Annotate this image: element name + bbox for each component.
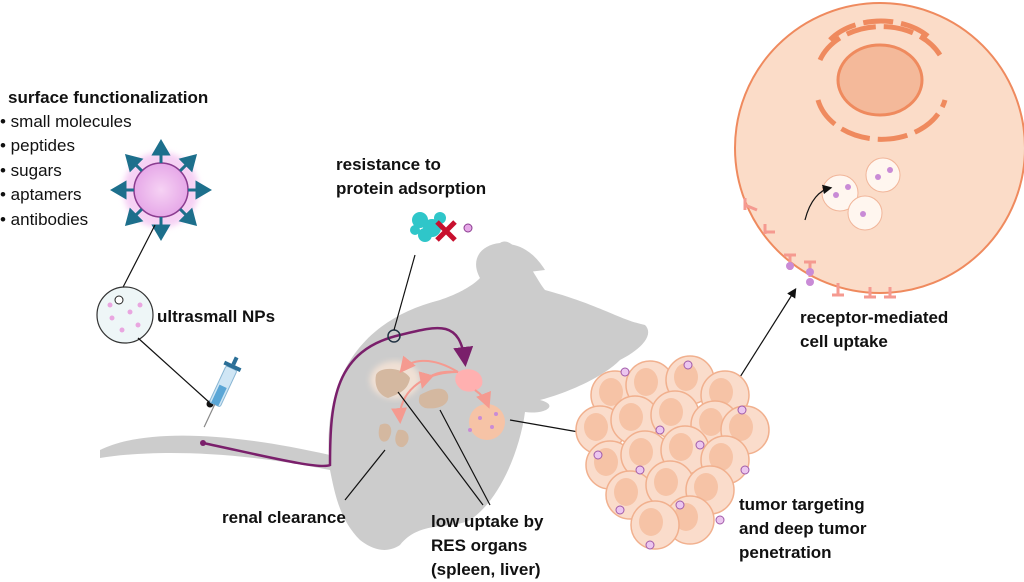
res-label-2: RES organs (431, 536, 527, 555)
spleen (418, 388, 449, 409)
kidney (378, 423, 409, 448)
receptor-label-2: cell uptake (800, 332, 888, 351)
ultrasmall-np-inset (96, 286, 154, 344)
ligand-arrowhead (195, 180, 212, 200)
nanoparticle (695, 440, 705, 450)
mouse-silhouette (100, 241, 649, 550)
tumor-cell (630, 500, 680, 550)
receptors (743, 198, 896, 299)
tumor-label-2: and deep tumor (739, 519, 867, 538)
surface-item: • sugars (0, 161, 62, 180)
ligand-arrowhead (178, 207, 198, 227)
nanoparticle (615, 505, 625, 515)
mini-tumor (468, 404, 505, 440)
nanoparticle (683, 360, 693, 370)
protein-repelled (410, 212, 473, 242)
protein-label-2: protein adsorption (336, 179, 486, 198)
tumor-label-3: penetration (739, 543, 832, 562)
functionalized-nanoparticle (110, 139, 212, 241)
target-cell (734, 2, 1024, 299)
surface-list: • small molecules • peptides • sugars • … (0, 112, 132, 229)
nanoparticle (715, 515, 725, 525)
surface-item: • aptamers (0, 185, 82, 204)
surface-item: • peptides (0, 136, 75, 155)
nanoparticle (645, 540, 655, 550)
res-label-3: (spleen, liver) (431, 560, 541, 579)
ligand-arrowhead (178, 153, 198, 173)
nanoparticle (635, 465, 645, 475)
surface-item: • small molecules (0, 112, 132, 131)
res-label-1: low uptake by (431, 512, 544, 531)
syringe (203, 356, 242, 428)
nanoparticle (737, 405, 747, 415)
surface-item: • antibodies (0, 210, 88, 229)
tumor-cluster (575, 355, 770, 550)
ligand-arrowhead (151, 139, 171, 156)
heart (455, 369, 483, 392)
endosome (865, 157, 901, 193)
ligand-arrowhead (110, 180, 127, 200)
nanoparticle (740, 465, 750, 475)
ultrasmall-label: ultrasmall NPs (157, 307, 275, 326)
nanoparticle (620, 367, 630, 377)
protein-label-1: resistance to (336, 155, 441, 174)
liver (375, 368, 410, 398)
receptor-label-1: receptor-mediated (800, 308, 948, 327)
nanoparticle (593, 450, 603, 460)
cross-icon (435, 220, 457, 242)
nucleus (836, 43, 924, 117)
ligand-arrowhead (151, 224, 171, 241)
organs (370, 355, 505, 448)
renal-label: renal clearance (222, 508, 346, 527)
ligand-arrowhead (124, 207, 144, 227)
surface-title: surface functionalization (8, 88, 208, 107)
tumor-label-1: tumor targeting (739, 495, 865, 514)
ligand-arrowhead (124, 153, 144, 173)
blood-vessel (202, 326, 474, 468)
nanoparticle (655, 425, 665, 435)
nanoparticle (675, 500, 685, 510)
